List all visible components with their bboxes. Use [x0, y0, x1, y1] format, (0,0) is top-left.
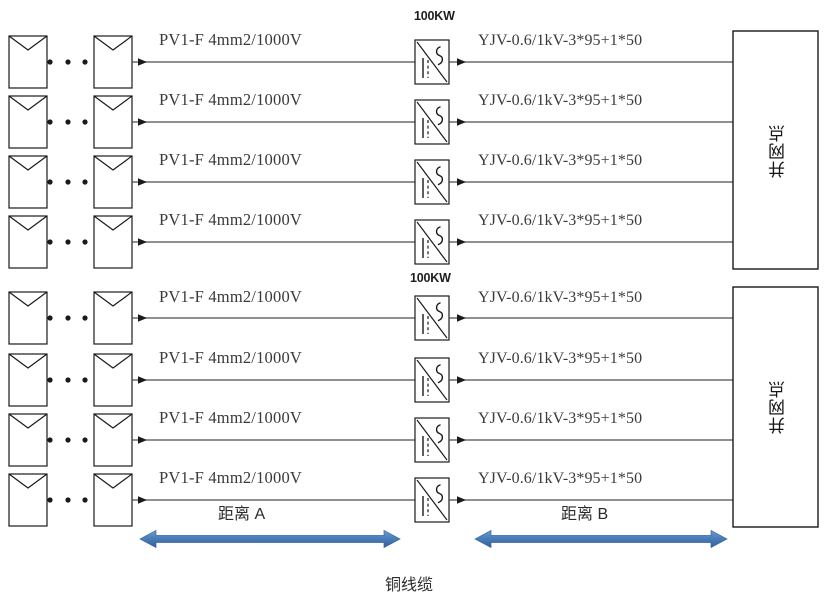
string-row [8, 413, 733, 467]
ac-cable-label: YJV-0.6/1kV-3*95+1*50 [478, 92, 643, 109]
ac-cable-label: YJV-0.6/1kV-3*95+1*50 [478, 350, 643, 367]
ac-cable-label: YJV-0.6/1kV-3*95+1*50 [478, 470, 643, 487]
ac-cable-label: YJV-0.6/1kV-3*95+1*50 [478, 289, 643, 306]
distance-a-label: 距离 A [218, 506, 266, 523]
ac-cable-label: YJV-0.6/1kV-3*95+1*50 [478, 32, 643, 49]
inverter-rating-label: 100KW [410, 271, 451, 285]
string-row [8, 155, 733, 209]
dc-cable-label: PV1-F 4mm2/1000V [159, 468, 303, 487]
inverter-rating-label: 100KW [414, 9, 455, 23]
grid-connection-box [732, 30, 819, 270]
dc-cable-label: PV1-F 4mm2/1000V [159, 348, 303, 367]
dc-cable-label: PV1-F 4mm2/1000V [159, 408, 303, 427]
distance-b-label: 距离 B [561, 506, 609, 523]
string-row [8, 215, 733, 269]
dc-cable-label: PV1-F 4mm2/1000V [159, 210, 303, 229]
ac-cable-label: YJV-0.6/1kV-3*95+1*50 [478, 410, 643, 427]
grid-connection-box [732, 286, 819, 528]
distance-a-arrow [139, 529, 401, 549]
dc-cable-label: PV1-F 4mm2/1000V [159, 287, 303, 306]
string-row [8, 473, 733, 527]
string-row [8, 95, 733, 149]
ac-cable-label: YJV-0.6/1kV-3*95+1*50 [478, 152, 643, 169]
distance-b-arrow [474, 529, 728, 549]
ac-cable-label: YJV-0.6/1kV-3*95+1*50 [478, 212, 643, 229]
dc-cable-label: PV1-F 4mm2/1000V [159, 30, 303, 49]
string-row [8, 35, 733, 89]
grid-point-label: 并网点 [769, 380, 788, 434]
dc-cable-label: PV1-F 4mm2/1000V [159, 90, 303, 109]
string-row [8, 291, 733, 345]
dc-cable-label: PV1-F 4mm2/1000V [159, 150, 303, 169]
grid-point-label: 并网点 [769, 124, 788, 178]
diagram-caption: 铜线缆 [385, 577, 434, 594]
string-row [8, 353, 733, 407]
